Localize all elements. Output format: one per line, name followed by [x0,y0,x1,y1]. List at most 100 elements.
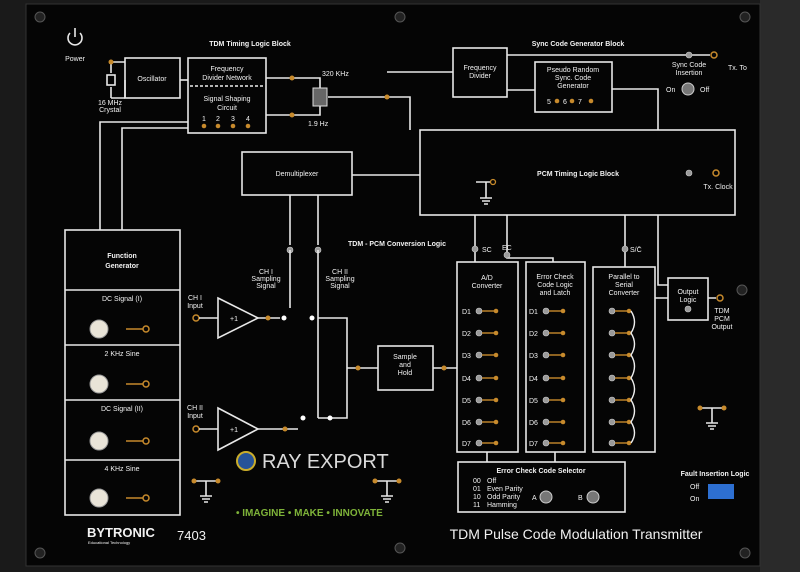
bit-socket[interactable] [560,352,566,358]
bit-socket[interactable] [493,352,499,358]
bit-socket[interactable] [493,440,499,446]
oscillator-block [124,57,181,99]
selector-switch-b[interactable] [586,490,600,504]
svg-text:Off: Off [487,478,496,485]
p2s-socket[interactable] [626,308,632,314]
p2s-socket[interactable] [626,440,632,446]
bit-label: D1 [529,309,538,316]
svg-text:DC Signal (II): DC Signal (II) [101,406,143,413]
bit-socket[interactable] [493,330,499,336]
signal-shaping-outputs: 1 2 3 4 [201,116,251,129]
bit-label: D6 [462,420,471,427]
pcm-timing-title: PCM Timing Logic Block [537,171,619,178]
tx-clock-terminal[interactable] [685,169,693,177]
bit-terminal[interactable] [542,439,550,447]
svg-text:1: 1 [202,116,206,123]
svg-text:7: 7 [578,99,582,106]
bit-socket[interactable] [560,375,566,381]
bit-socket[interactable] [560,308,566,314]
bit-socket[interactable] [493,397,499,403]
function-generator-knobs[interactable] [89,319,109,508]
watermark-globe-icon [236,451,256,471]
bit-socket[interactable] [560,330,566,336]
bit-label: D5 [462,398,471,405]
conversion-title: TDM - PCM Conversion Logic [348,241,446,248]
adc-block [456,261,519,453]
p2s-socket[interactable] [626,352,632,358]
p2s-socket[interactable] [626,330,632,336]
selector-switch-a[interactable] [539,490,553,504]
p2s-socket[interactable] [626,375,632,381]
bit-socket[interactable] [493,308,499,314]
bit-terminal[interactable] [542,418,550,426]
bit-terminal[interactable] [542,351,550,359]
bit-socket[interactable] [493,375,499,381]
bit-terminal[interactable] [475,396,483,404]
brand-tagline: Educational Technology [88,540,130,545]
watermark-tagline: • IMAGINE • MAKE • INNOVATE [236,508,383,519]
ground-icon [697,405,727,430]
bit-socket[interactable] [560,419,566,425]
bit-terminal[interactable] [475,307,483,315]
p2s-terminal[interactable] [608,396,616,404]
sync-frequency-divider-block [452,47,508,98]
bit-terminal[interactable] [542,396,550,404]
power-icon[interactable] [67,28,83,46]
tx-clock-socket[interactable] [712,169,720,177]
p2s-terminal[interactable] [608,439,616,447]
svg-text:5: 5 [547,99,551,106]
bit-terminal[interactable] [475,418,483,426]
sync-terminal[interactable] [685,51,693,59]
sync-block-title: Sync Code Generator Block [532,41,625,48]
bit-socket[interactable] [493,419,499,425]
bit-socket[interactable] [560,440,566,446]
watermark-logo: RAY EXPORT • IMAGINE • MAKE • INNOVATE [236,451,389,519]
bit-terminal[interactable] [475,329,483,337]
screws [34,11,751,559]
bit-terminal[interactable] [542,329,550,337]
p2s-socket[interactable] [626,397,632,403]
p2s-terminal[interactable] [608,351,616,359]
ch1-gain: +1 [230,316,238,323]
p2s-terminal[interactable] [608,329,616,337]
tx-to-socket[interactable] [710,51,718,59]
bit-terminal[interactable] [475,439,483,447]
sc-bar-label: S/C̄ [630,246,642,254]
bit-socket[interactable] [560,397,566,403]
bit-terminal[interactable] [475,351,483,359]
sync-insertion-toggle[interactable] [681,82,695,96]
frequency-select-switch[interactable] [312,87,328,107]
bit-label: D2 [462,331,471,338]
bit-label: D4 [462,376,471,383]
selector-title: Error Check Code Selector [496,468,585,475]
fault-dip-switch[interactable] [708,484,734,499]
p2s-socket[interactable] [626,419,632,425]
p2s-terminal[interactable] [608,307,616,315]
tx-to-label: Tx. To [728,65,747,72]
tx-clock-label: Tx. Clock [703,184,733,191]
function-generator-outputs[interactable] [126,325,150,502]
tdm-pcm-output-socket[interactable] [716,294,724,302]
bit-terminal[interactable] [542,307,550,315]
switch-b-label: B [578,495,583,502]
svg-text:Hamming: Hamming [487,502,517,509]
p2s-terminal[interactable] [608,418,616,426]
board-edge [760,0,800,572]
svg-text:01: 01 [473,486,481,493]
ground-icon [476,178,497,205]
bit-terminal[interactable] [475,374,483,382]
ground-icon [372,478,402,503]
p2s-terminal[interactable] [608,374,616,382]
bit-terminal[interactable] [542,374,550,382]
